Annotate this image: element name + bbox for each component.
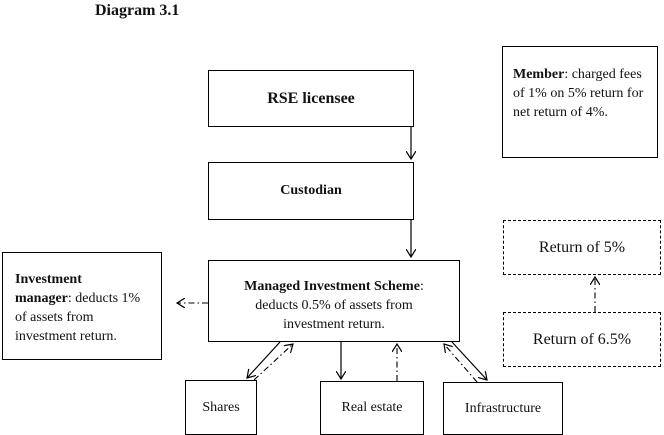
- custodian-box: Custodian: [208, 162, 414, 220]
- real-estate-box: Real estate: [320, 381, 424, 435]
- real-estate-label: Real estate: [341, 400, 403, 415]
- investment-manager-label-line2: manager: [15, 291, 68, 306]
- member-label: Member: [513, 67, 565, 82]
- mis-colon: :: [419, 279, 424, 294]
- rse-licensee-box: RSE licensee: [208, 70, 414, 127]
- shares-label: Shares: [202, 399, 240, 415]
- investment-manager-box: Investment manager: deducts 1% of assets…: [2, 252, 162, 360]
- managed-investment-scheme-box: Managed Investment Scheme: deducts 0.5% …: [208, 260, 460, 342]
- infrastructure-label: Infrastructure: [464, 400, 542, 416]
- return-5-box: Return of 5%: [503, 220, 661, 275]
- mis-label: Managed Investment Scheme: [244, 279, 420, 294]
- custodian-label: Custodian: [280, 183, 342, 198]
- investment-manager-label-line1: Investment: [15, 272, 82, 287]
- member-text: : charged fees of 1% on 5% return for ne…: [513, 67, 644, 120]
- arrow-infrastructure-to-mis: [444, 344, 478, 383]
- member-box: Member: charged fees of 1% on 5% return …: [502, 46, 658, 158]
- diagram-title: Diagram 3.1: [95, 2, 180, 19]
- return-6-5-box: Return of 6.5%: [503, 312, 661, 367]
- arrow-mis-to-infrastructure: [451, 341, 487, 380]
- rse-licensee-label: RSE licensee: [267, 89, 355, 107]
- investment-manager-text: : deducts 1% of assets from investment r…: [15, 291, 141, 344]
- arrow-mis-to-shares: [247, 341, 281, 378]
- mis-line1: deducts 0.5% of assets from: [255, 298, 413, 313]
- return-5-label: Return of 5%: [538, 238, 626, 256]
- shares-box: Shares: [185, 380, 257, 435]
- infrastructure-box: Infrastructure: [443, 382, 563, 435]
- return-6-5-label: Return of 6.5%: [532, 330, 632, 348]
- mis-line2: investment return.: [283, 317, 385, 332]
- arrow-shares-to-mis: [253, 344, 293, 381]
